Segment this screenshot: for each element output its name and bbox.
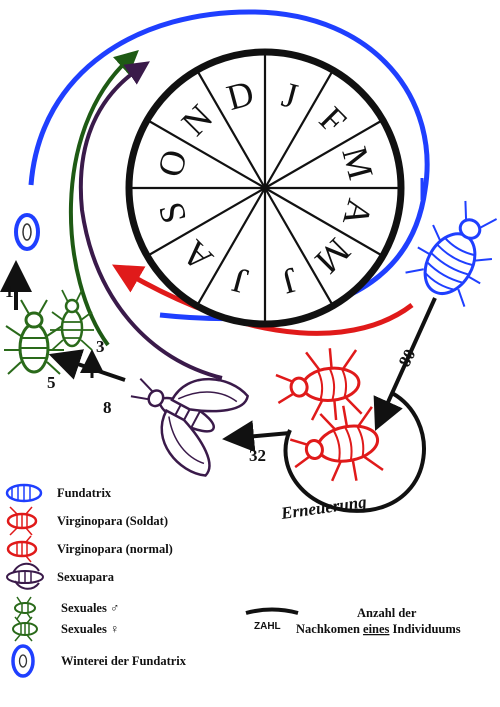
legend: Fundatrix Virginopara (Soldat) Virginopa… xyxy=(5,483,187,678)
legend-winter-egg-icon xyxy=(11,644,35,678)
offspring-key: ZAHL Anzahl der Nachkomen eines Individu… xyxy=(245,606,461,636)
legend-winter-egg-label: Winterei der Fundatrix xyxy=(61,654,187,668)
winter-egg-icon xyxy=(14,213,40,251)
month-divider xyxy=(264,71,333,189)
legend-sexuapara-icon xyxy=(6,562,44,590)
key-line1: Anzahl der xyxy=(357,606,417,620)
count-winter-egg: 1 xyxy=(5,282,14,301)
key-zahl-label: ZAHL xyxy=(254,621,281,632)
legend-sexuales-male-icon xyxy=(14,596,36,620)
virginopara-arc xyxy=(112,264,414,336)
virginopara-soldier-icon xyxy=(275,348,363,421)
count-fundatrix: 80 xyxy=(395,346,420,370)
count-sexuales-female: 5 xyxy=(47,373,56,392)
key-line xyxy=(245,607,299,615)
fundatrix-icon xyxy=(405,200,498,307)
legend-sexuales-male-label: Sexuales ♂ xyxy=(61,601,119,615)
count-sexuales-male: 3 xyxy=(96,337,105,356)
sexuales-arc xyxy=(68,49,139,347)
fundatrix-to-virginopara-arrow xyxy=(373,297,437,431)
legend-fundatrix-icon xyxy=(5,483,43,503)
sexuales-female-icon xyxy=(4,299,64,375)
renewal-label: Erneuerung xyxy=(279,492,368,523)
key-line2: Nachkomen eines Individuums xyxy=(296,622,461,636)
count-sexuapara: 8 xyxy=(103,398,112,417)
month-divider xyxy=(197,187,266,305)
legend-virginopara-normal-label: Virginopara (normal) xyxy=(57,542,173,556)
month-divider xyxy=(264,187,382,256)
legend-sexuales-female-icon xyxy=(12,616,38,642)
month-divider xyxy=(148,120,266,189)
legend-virginopara-soldier-label: Virginopara (Soldat) xyxy=(57,514,168,528)
month-divider xyxy=(264,187,333,305)
sexuapara-icon xyxy=(130,377,250,477)
count-virginopara: 32 xyxy=(249,446,266,465)
month-divider xyxy=(264,120,382,189)
month-dividers xyxy=(131,54,399,322)
sexuapara-arc xyxy=(78,61,223,380)
virginopara-normal-icon xyxy=(289,405,384,482)
sexuales-male-icon xyxy=(50,289,94,351)
month-divider xyxy=(197,71,266,189)
legend-fundatrix-label: Fundatrix xyxy=(57,486,112,500)
virginopara-to-sexuapara-arrow xyxy=(222,420,291,453)
legend-sexuapara-label: Sexuapara xyxy=(57,570,115,584)
renewal-loop xyxy=(283,391,426,513)
legend-virginopara-normal-icon xyxy=(6,535,38,563)
legend-virginopara-soldier-icon xyxy=(6,506,38,536)
month-divider xyxy=(148,187,266,256)
legend-sexuales-female-label: Sexuales ♀ xyxy=(61,622,119,636)
